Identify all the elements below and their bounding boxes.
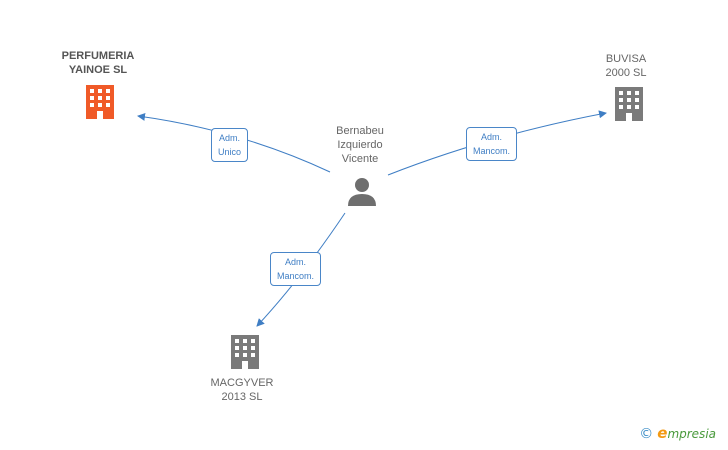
building-icon[interactable] [84, 85, 116, 119]
company-name-buvisa[interactable]: BUVISA 2000 SL [586, 52, 666, 80]
relation-label-line: Unico [218, 147, 242, 157]
person-name-line: Bernabeu [336, 125, 384, 137]
company-name-line: MACGYVER [210, 377, 274, 389]
company-name-perfumeria[interactable]: PERFUMERIA YAINOE SL [48, 49, 148, 77]
relation-label-line: Adm. [481, 132, 503, 142]
company-name-line: YAINOE SL [68, 64, 128, 76]
person-name-line: Izquierdo [337, 139, 383, 151]
person-name-line: Vicente [341, 153, 379, 165]
building-icon[interactable] [613, 87, 645, 121]
relation-label-line: Mancom. [277, 271, 315, 281]
person-name[interactable]: Bernabeu Izquierdo Vicente [320, 124, 400, 166]
copyright-icon: © [639, 426, 654, 442]
relation-label-buvisa[interactable]: Adm. Mancom. [466, 127, 518, 161]
person-icon[interactable] [347, 177, 377, 207]
company-name-line: BUVISA [605, 53, 647, 65]
empresia-logo: ©empresia [639, 424, 716, 442]
building-icon[interactable] [229, 335, 261, 369]
relation-label-line: Adm. [285, 257, 307, 267]
logo-initial: e [657, 424, 668, 442]
company-name-macgyver[interactable]: MACGYVER 2013 SL [202, 376, 282, 404]
company-name-line: 2013 SL [221, 391, 263, 403]
relation-label-perfumeria[interactable]: Adm. Unico [211, 128, 249, 162]
logo-word: mpresia [667, 427, 716, 441]
company-name-line: 2000 SL [605, 67, 647, 79]
relation-label-macgyver[interactable]: Adm. Mancom. [270, 252, 322, 286]
relation-label-line: Adm. [219, 133, 241, 143]
company-name-line: PERFUMERIA [61, 50, 135, 62]
relation-label-line: Mancom. [473, 146, 511, 156]
